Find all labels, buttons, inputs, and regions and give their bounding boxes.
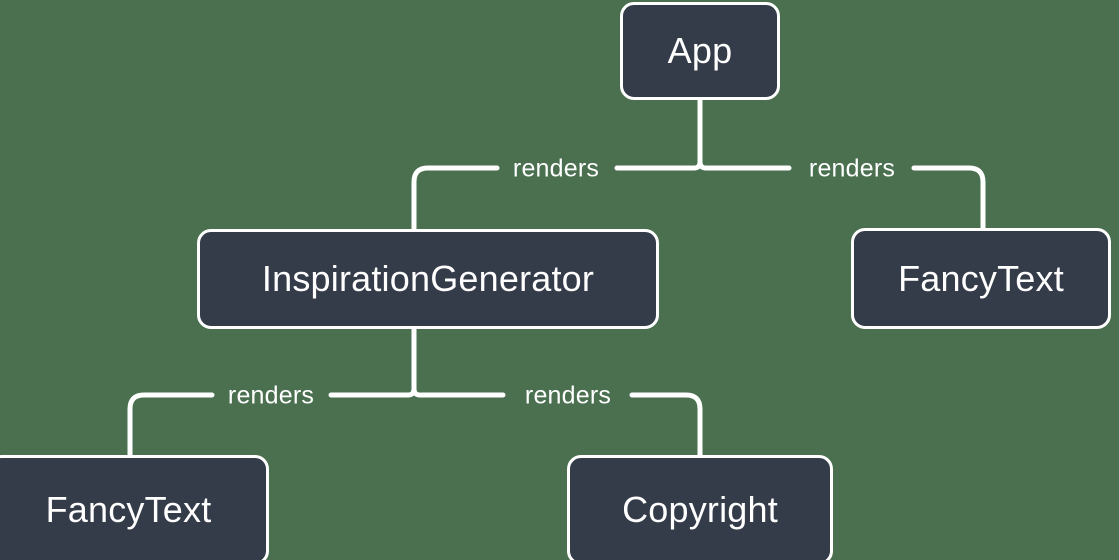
node-fancytext-right[interactable]: FancyText bbox=[851, 228, 1111, 329]
node-app[interactable]: App bbox=[620, 2, 780, 100]
edge-app-to-inspgen bbox=[411, 165, 697, 232]
node-inspiration-generator-label: InspirationGenerator bbox=[261, 258, 595, 299]
node-fancytext-left-label: FancyText bbox=[45, 489, 212, 530]
edge-label-app-to-inspiration-generator: renders bbox=[512, 154, 600, 183]
node-fancytext-right-label: FancyText bbox=[898, 257, 1064, 299]
node-copyright[interactable]: Copyright bbox=[567, 455, 833, 560]
edge-inspgen-to-fancytext-left bbox=[127, 392, 411, 458]
edge-label-inspiration-generator-to-copyright: renders bbox=[524, 381, 612, 410]
edge-label-inspiration-generator-to-fancytext: renders bbox=[227, 381, 315, 410]
node-copyright-label: Copyright bbox=[622, 489, 778, 530]
node-fancytext-left[interactable]: FancyText bbox=[0, 455, 269, 560]
edge-app-stem bbox=[697, 97, 709, 171]
node-inspiration-generator[interactable]: InspirationGenerator bbox=[197, 229, 659, 329]
edge-inspgen-to-copyright bbox=[417, 392, 703, 458]
edge-inspgen-stem bbox=[411, 326, 423, 398]
edge-app-to-fancytext-right bbox=[703, 165, 986, 231]
node-app-label: App bbox=[667, 30, 733, 71]
edge-label-app-to-fancytext: renders bbox=[808, 154, 896, 183]
